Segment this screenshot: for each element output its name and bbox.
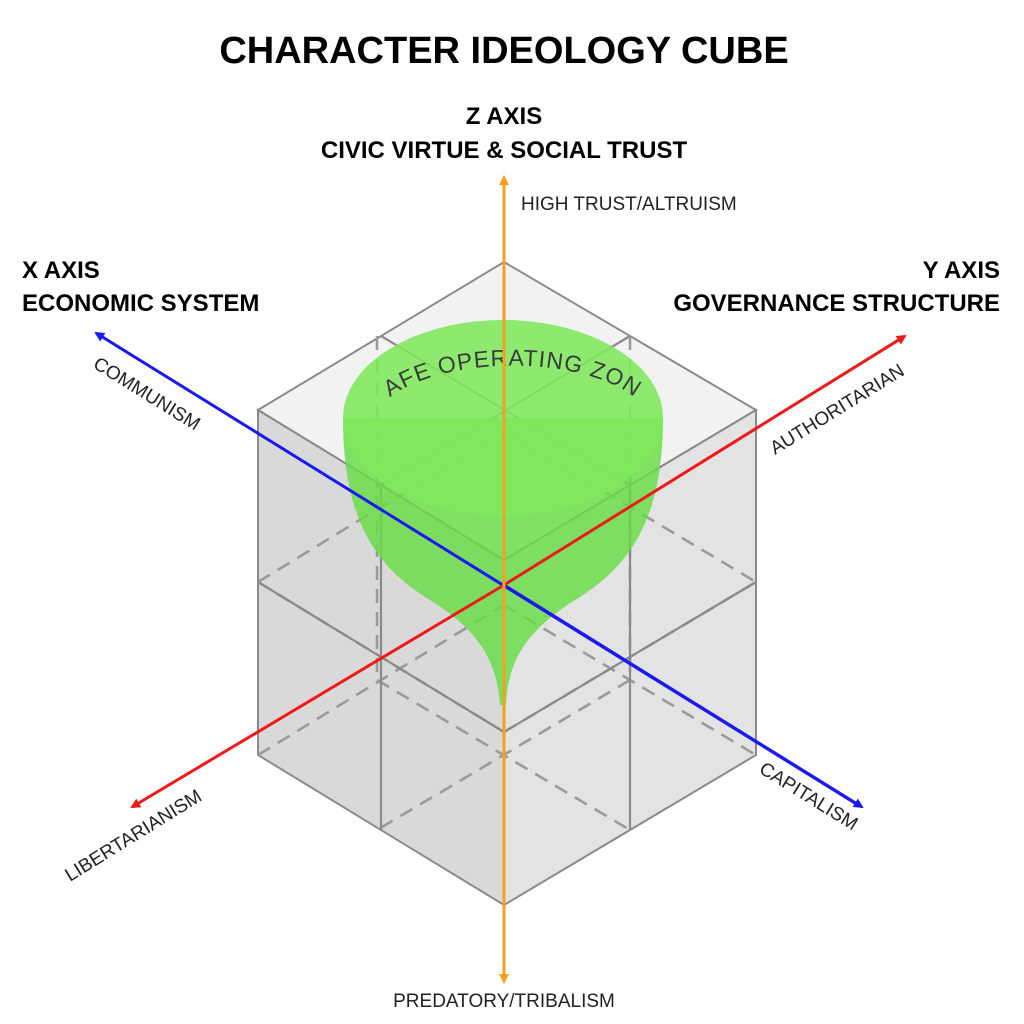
diagram-title: CHARACTER IDEOLOGY CUBE — [219, 30, 788, 72]
x-axis-subheading: ECONOMIC SYSTEM — [22, 290, 259, 317]
x-axis-heading: X AXIS — [22, 257, 100, 284]
z-positive-pole-label: HIGH TRUST/ALTRUISM — [521, 194, 737, 215]
y-axis-line-neg — [130, 583, 505, 809]
z-axis-heading: Z AXIS — [466, 103, 542, 130]
y-axis-heading: Y AXIS — [923, 257, 1000, 284]
x-axis-line-neg — [503, 583, 864, 809]
y-axis-subheading: GOVERNANCE STRUCTURE — [673, 290, 1000, 317]
z-axis-subheading: CIVIC VIRTUE & SOCIAL TRUST — [321, 137, 688, 164]
z-negative-pole-label: PREDATORY/TRIBALISM — [393, 991, 615, 1012]
y-negative-pole-label: LIBERTARIANISM — [62, 786, 206, 886]
y-axis-line — [503, 334, 907, 587]
